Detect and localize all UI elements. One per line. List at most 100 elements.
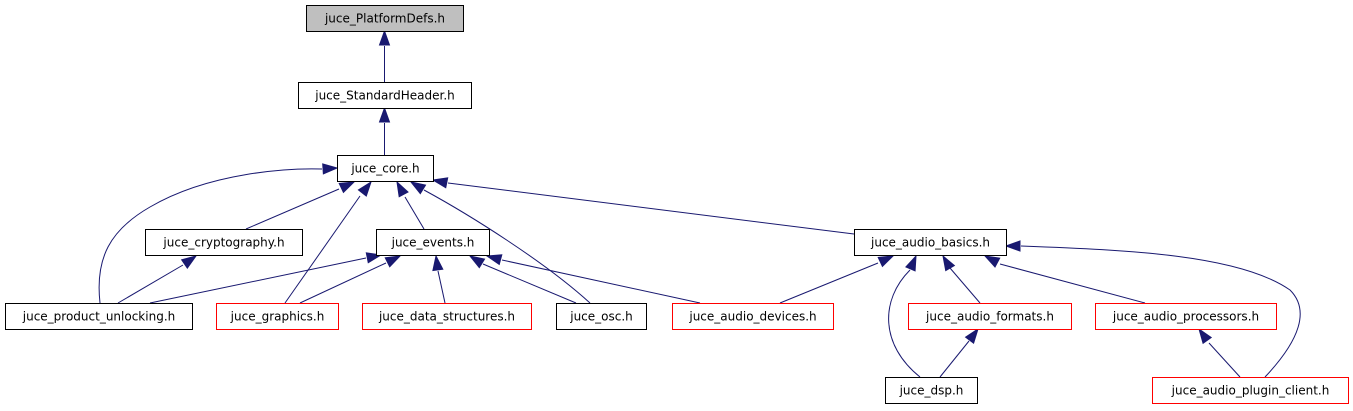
node-label: juce_StandardHeader.h: [314, 89, 455, 103]
node-box: [216, 303, 339, 330]
arrowhead-icon: [877, 255, 895, 268]
edge-line: [501, 259, 701, 304]
node-label: juce_product_unlocking.h: [22, 310, 175, 324]
node-box: [1095, 303, 1277, 330]
edge-audio_processors-to-audio_basics: [983, 255, 1146, 304]
node-box: [337, 155, 434, 182]
node-product-unlocking[interactable]: juce_product_unlocking.h: [5, 303, 193, 330]
arrowhead-icon: [983, 255, 1001, 268]
node-osc[interactable]: juce_osc.h: [556, 303, 647, 330]
arrowhead-icon: [1004, 240, 1021, 252]
node-label: juce_data_structures.h: [378, 310, 515, 324]
edge-line: [447, 182, 855, 235]
node-data-structures[interactable]: juce_data_structures.h: [362, 303, 532, 330]
edge-line: [423, 189, 591, 304]
arrowhead-icon: [396, 180, 409, 198]
edge-line: [245, 188, 340, 230]
node-graphics[interactable]: juce_graphics.h: [216, 303, 339, 330]
edge-product_unlocking-to-cryptography: [117, 255, 198, 304]
arrowhead-icon: [905, 254, 917, 272]
node-label: juce_events.h: [391, 236, 475, 250]
node-events[interactable]: juce_events.h: [376, 229, 490, 256]
node-label: juce_PlatformDefs.h: [324, 12, 445, 26]
arrowhead-icon: [942, 254, 956, 272]
edges-layer: [98, 29, 1301, 378]
node-audio-devices[interactable]: juce_audio_devices.h: [672, 303, 834, 330]
edge-line: [149, 257, 367, 304]
node-label: juce_graphics.h: [230, 310, 325, 324]
arrowhead-icon: [409, 181, 427, 195]
edge-line: [999, 263, 1146, 304]
edge-graphics-to-core: [284, 180, 372, 304]
node-platformdefs: juce_PlatformDefs.h: [306, 5, 464, 32]
arrowhead-icon: [1198, 327, 1213, 345]
edge-events-to-core: [396, 180, 425, 230]
nodes-layer: juce_PlatformDefs.h juce_StandardHeader.h…: [5, 5, 1349, 404]
edge-dsp-to-audio_formats: [939, 327, 979, 378]
node-audio-processors[interactable]: juce_audio_processors.h: [1095, 303, 1277, 330]
edge-line: [779, 262, 879, 304]
edge-core-to-standardheader: [378, 106, 391, 155]
node-audio-basics[interactable]: juce_audio_basics.h: [854, 229, 1007, 256]
edge-line: [1208, 342, 1241, 378]
edge-audio_devices-to-audio_basics: [779, 255, 895, 304]
edge-cryptography-to-core: [245, 181, 356, 230]
edge-line: [117, 264, 184, 304]
node-box: [556, 303, 647, 330]
node-box: [908, 303, 1072, 330]
edge-line: [299, 262, 387, 304]
node-label: juce_audio_plugin_client.h: [1171, 384, 1330, 398]
edge-osc-to-events: [468, 255, 577, 304]
arrowhead-icon: [378, 106, 391, 123]
node-box: [298, 82, 472, 109]
edge-osc-to-core: [409, 181, 591, 304]
edge-line: [482, 263, 577, 304]
arrowhead-icon: [964, 327, 979, 345]
arrowhead-icon: [357, 180, 372, 197]
node-box: [5, 303, 193, 330]
edge-audio_formats-to-audio_basics: [942, 254, 981, 304]
node-cryptography[interactable]: juce_cryptography.h: [145, 229, 303, 256]
node-box: [854, 229, 1007, 256]
node-label: juce_audio_processors.h: [1112, 310, 1259, 324]
arrowhead-icon: [322, 163, 339, 175]
edge-line: [98, 168, 323, 304]
node-box: [885, 377, 978, 404]
node-label: juce_osc.h: [569, 310, 633, 324]
edge-graphics-to-events: [299, 255, 402, 304]
arrowhead-icon: [468, 255, 486, 269]
node-label: juce_audio_basics.h: [870, 236, 990, 250]
node-box: [376, 229, 490, 256]
edge-line: [1020, 245, 1301, 378]
node-core[interactable]: juce_core.h: [337, 155, 434, 182]
arrowhead-icon: [485, 254, 503, 266]
edge-audio_devices-to-events: [485, 254, 701, 304]
edge-audio_basics-to-core: [431, 177, 855, 235]
edge-line: [888, 269, 921, 378]
arrowhead-icon: [432, 254, 444, 272]
node-box: [1152, 377, 1349, 404]
edge-product_unlocking-to-core: [98, 163, 339, 304]
node-label: juce_core.h: [350, 162, 419, 176]
node-audio-plugin-client[interactable]: juce_audio_plugin_client.h: [1152, 377, 1349, 404]
arrowhead-icon: [180, 255, 198, 269]
arrowhead-icon: [431, 177, 449, 189]
arrowhead-icon: [338, 181, 356, 194]
edge-line: [284, 195, 361, 304]
node-label: juce_audio_formats.h: [925, 310, 1054, 324]
node-audio-formats[interactable]: juce_audio_formats.h: [908, 303, 1072, 330]
edge-line: [404, 196, 425, 230]
arrowhead-icon: [378, 29, 391, 46]
node-box: [145, 229, 303, 256]
edge-line: [939, 340, 970, 378]
edge-line: [437, 270, 446, 304]
edge-audio_plugin_client-to-audio_processors: [1198, 327, 1241, 378]
node-label: juce_audio_devices.h: [688, 310, 816, 324]
node-box: [362, 303, 532, 330]
node-dsp[interactable]: juce_dsp.h: [885, 377, 978, 404]
edge-standardheader-to-platformdefs: [378, 29, 391, 82]
node-standardheader[interactable]: juce_StandardHeader.h: [298, 82, 472, 109]
node-box: [306, 5, 464, 32]
edge-audio_plugin_client-to-audio_basics: [1004, 240, 1301, 378]
